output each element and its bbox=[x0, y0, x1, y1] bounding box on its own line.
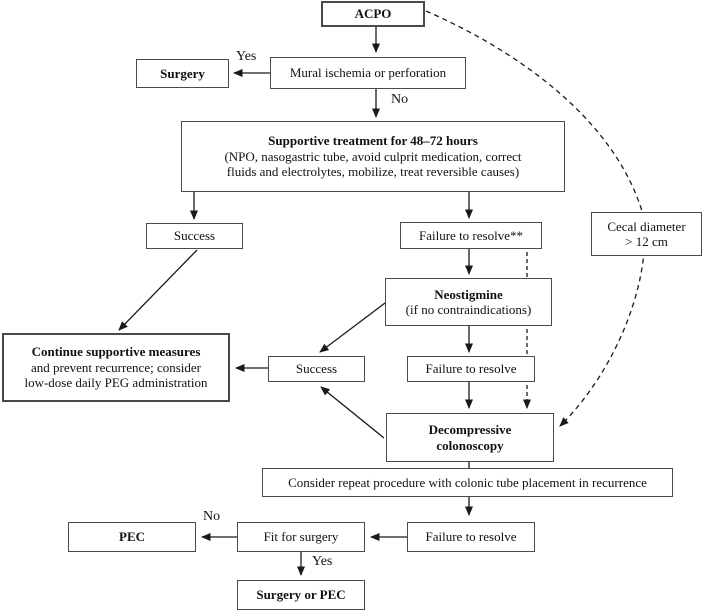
surgery-or-pec-label: Surgery or PEC bbox=[256, 587, 346, 603]
node-success-supportive: Success bbox=[146, 223, 243, 249]
node-continue-supportive-measures: Continue supportive measures and prevent… bbox=[2, 333, 230, 402]
continue-line3: low-dose daily PEG administration bbox=[24, 375, 208, 391]
success2-label: Success bbox=[295, 361, 338, 377]
node-acpo-label: ACPO bbox=[354, 6, 392, 22]
node-failure-to-resolve-colonoscopy: Failure to resolve bbox=[407, 522, 535, 552]
node-mural-label: Mural ischemia or perforation bbox=[289, 65, 447, 81]
edge-success1-to-continue bbox=[118, 249, 198, 331]
node-acpo: ACPO bbox=[321, 1, 425, 27]
failure3-label: Failure to resolve bbox=[425, 529, 517, 545]
decompressive-line1: Decompressive bbox=[428, 422, 512, 437]
decompressive-line2: colonoscopy bbox=[436, 437, 504, 453]
edge-label-yes-surgery: Yes bbox=[236, 49, 257, 64]
neostigmine-title: Neostigmine bbox=[434, 286, 503, 302]
node-cecal-diameter: Cecal diameter > 12 cm bbox=[591, 212, 702, 256]
failure2-label: Failure to resolve bbox=[425, 361, 517, 377]
continue-line2: and prevent recurrence; consider bbox=[31, 359, 201, 375]
edge-label-no-supportive: No bbox=[391, 92, 409, 107]
node-decompressive-colonoscopy: Decompressive colonoscopy bbox=[386, 413, 554, 462]
edge-neostigmine-to-success2 bbox=[319, 302, 386, 353]
failure1-label: Failure to resolve** bbox=[419, 227, 523, 243]
node-surgery-label: Surgery bbox=[160, 65, 205, 81]
node-supportive-treatment: Supportive treatment for 48–72 hours (NP… bbox=[181, 121, 565, 192]
repeat-label: Consider repeat procedure with colonic t… bbox=[288, 474, 647, 490]
node-failure-to-resolve-supportive: Failure to resolve** bbox=[400, 222, 542, 249]
node-consider-repeat-procedure: Consider repeat procedure with colonic t… bbox=[262, 468, 673, 497]
continue-title: Continue supportive measures bbox=[31, 344, 201, 360]
node-neostigmine: Neostigmine (if no contraindications) bbox=[385, 278, 552, 326]
edge-decompressive-to-success2 bbox=[320, 386, 385, 439]
edge-label-yes-surgerypec: Yes bbox=[312, 554, 333, 569]
node-mural-ischemia: Mural ischemia or perforation bbox=[270, 57, 466, 89]
node-pec: PEC bbox=[68, 522, 196, 552]
edge-label-no-pec: No bbox=[203, 509, 221, 524]
node-surgery: Surgery bbox=[136, 59, 229, 88]
supportive-line2: (NPO, nasogastric tube, avoid culprit me… bbox=[224, 148, 522, 164]
neostigmine-subtitle: (if no contraindications) bbox=[405, 302, 532, 317]
node-failure-to-resolve-neostigmine: Failure to resolve bbox=[407, 356, 535, 382]
success1-label: Success bbox=[173, 228, 216, 244]
cecal-line2: > 12 cm bbox=[625, 234, 668, 249]
supportive-title: Supportive treatment for 48–72 hours bbox=[268, 133, 478, 149]
node-surgery-or-pec: Surgery or PEC bbox=[237, 580, 365, 610]
node-fit-for-surgery: Fit for surgery bbox=[237, 522, 365, 552]
pec-label: PEC bbox=[119, 529, 145, 545]
supportive-line3: fluids and electrolytes, mobilize, treat… bbox=[226, 164, 520, 180]
cecal-line1: Cecal diameter bbox=[607, 218, 686, 234]
fit-label: Fit for surgery bbox=[263, 529, 339, 545]
node-success-neostigmine: Success bbox=[268, 356, 365, 382]
